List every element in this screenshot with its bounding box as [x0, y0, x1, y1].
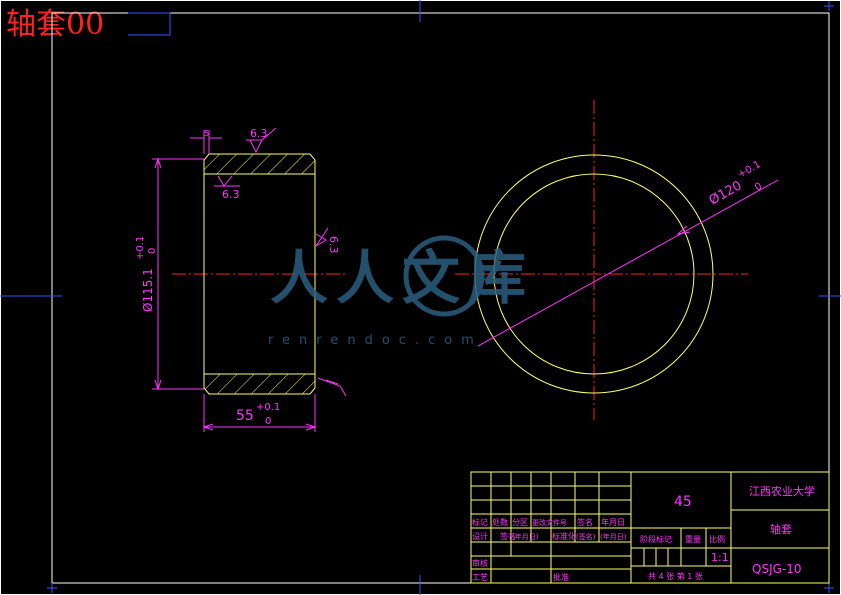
hatch-bottom [204, 374, 315, 394]
scale-value: 1:1 [711, 551, 729, 564]
dimensions [152, 127, 779, 432]
circle-tol-lower: 0 [753, 181, 764, 194]
centerlines [172, 100, 748, 420]
school-name: 江西农业大学 [749, 484, 815, 498]
outer-circle [474, 154, 714, 394]
label-process: 工艺 [472, 573, 488, 582]
label-design-sign: 签名 [500, 531, 516, 541]
circle-tol-upper: +0.1 [736, 159, 763, 180]
inner-border [51, 12, 830, 584]
part-name: 轴套 [770, 522, 792, 536]
label-standard-sign: (签名) [576, 532, 596, 541]
title-block-main: 45 江西农业大学 轴套 QSJG-10 [674, 484, 815, 576]
label-date: 年月日 [601, 517, 625, 527]
label-stage: 阶段标记 [640, 534, 672, 544]
label-count: 处数 [492, 517, 508, 527]
roughness-right-label: 6.3 [327, 236, 340, 254]
roughness-top-label: 6.3 [250, 127, 268, 140]
end-view [474, 154, 714, 394]
label-weight: 重量 [685, 534, 701, 544]
length-tol-lower: 0 [265, 416, 271, 427]
label-signature: 签名 [577, 517, 593, 527]
diameter-left-tol-lower: 0 [147, 248, 158, 254]
label-mark: 标记 [472, 517, 488, 527]
diameter-left-label: Ø115.1 [141, 268, 155, 312]
chamfer-top-label: 5 [204, 129, 209, 138]
watermark-logo-ring [403, 235, 485, 317]
label-standard: 标准化 [552, 531, 576, 541]
label-design-date: (年月日) [512, 532, 539, 541]
label-change-doc: 更改文件号 [532, 518, 567, 527]
watermark-url: renrendoc.com [268, 333, 483, 348]
drawing-number: QSJG-10 [752, 562, 802, 576]
watermark: 人人文库 renrendoc.com [268, 235, 534, 348]
label-review: 审核 [472, 558, 488, 568]
circle-diameter-label: Ø120 [707, 178, 745, 208]
title-box [128, 12, 171, 36]
hatch-top [204, 154, 315, 174]
title-block-text: 标记 处数 分区 更改文件号 签名 年月日 设计 签名 (年月日) 标准化 (签… [472, 517, 729, 582]
label-standard-date: (年月日) [600, 532, 627, 541]
material: 45 [674, 494, 692, 510]
label-zone: 分区 [512, 518, 528, 527]
label-approve: 批准 [553, 572, 569, 582]
label-scale: 比例 [709, 534, 725, 544]
section-view [203, 153, 316, 395]
length-tol-upper: +0.1 [256, 402, 280, 413]
sheet-info: 共 4 张 第 1 张 [648, 571, 703, 581]
watermark-logo-text: 人人文库 [270, 244, 534, 312]
title-block [470, 471, 830, 584]
section-outline [203, 153, 316, 395]
diameter-left-tol-upper: +0.1 [135, 236, 146, 260]
inner-circle [493, 173, 695, 375]
length-label: 55 [236, 408, 254, 424]
roughness-inner-label: 6.3 [222, 188, 240, 201]
label-design: 设计 [472, 531, 488, 541]
